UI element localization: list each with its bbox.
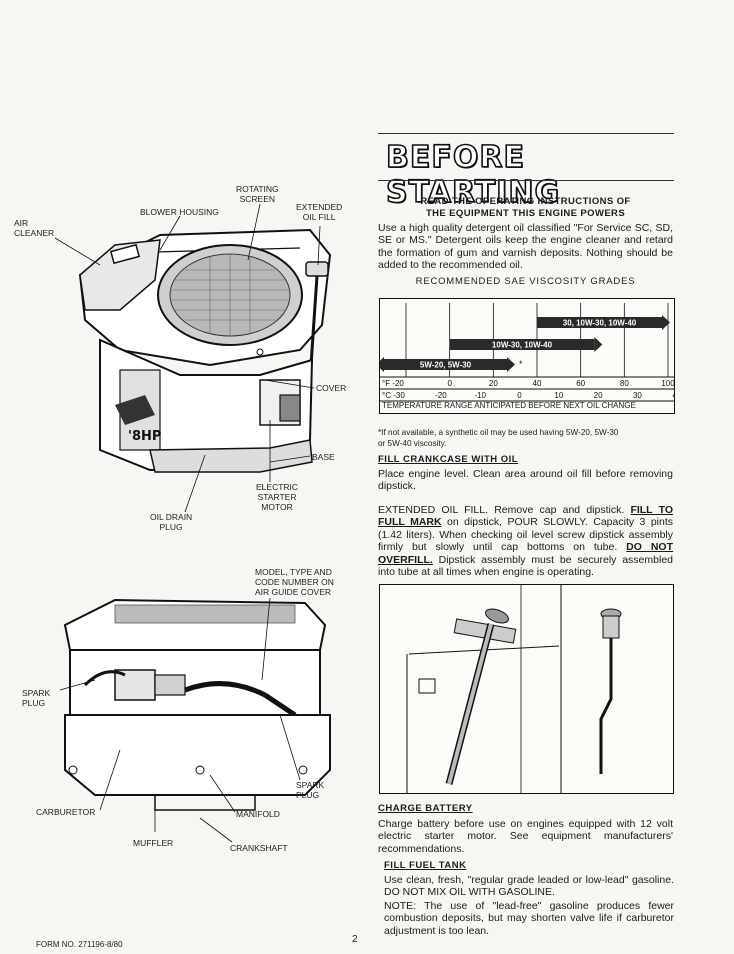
viscosity-bar-arrow-right-0 — [662, 315, 670, 330]
crankcase-para2-pre: EXTENDED OIL FILL. Remove cap and dipsti… — [378, 504, 631, 516]
engine-bottom-diagram — [63, 598, 331, 811]
label-blower-housing: BLOWER HOUSING — [140, 207, 219, 217]
oil-paragraph: Use a high quality detergent oil classif… — [378, 222, 673, 272]
chart-f-tick-6: 100 — [661, 379, 674, 388]
chart-f-tick-1: 0 — [447, 379, 452, 388]
chart-c-tick-6: 30 — [633, 391, 642, 400]
leader-lines-bottom — [59, 597, 301, 843]
label-carburetor: CARBURETOR — [36, 807, 96, 817]
chart-f-tick-3: 40 — [533, 379, 542, 388]
viscosity-chart-svg: 30, 10W-30, 10W-40 10W-30, 10W-40 5W-20, 5… — [380, 303, 674, 402]
battery-heading: CHARGE BATTERY — [378, 803, 473, 814]
fill-to-full-mark: FILL TO FULL MARK — [378, 504, 673, 529]
chart-xlabel: TEMPERATURE RANGE ANTICIPATED BEFORE NEX… — [382, 401, 636, 410]
engine-top-diagram: '8HP — [78, 228, 332, 473]
fuel-note: NOTE: The use of "lead-free" gasoline pr… — [384, 900, 674, 937]
label-model-type-code: MODEL, TYPE AND CODE NUMBER ON AIR GUIDE… — [255, 567, 334, 597]
crankcase-para2-post: Dipstick assembly must be securely assem… — [378, 553, 673, 579]
chart-f-tick-0: °F -20 — [382, 379, 404, 388]
fuel-text: Use clean, fresh, "regular grade leaded … — [384, 874, 674, 899]
chart-f-tick-5: 80 — [620, 379, 629, 388]
label-spark-plug-right: SPARK PLUG — [296, 780, 325, 800]
chart-f-tick-4: 60 — [576, 379, 585, 388]
do-not-overfill: DO NOT OVERFILL. — [378, 541, 674, 566]
battery-text: Charge battery before use on engines equ… — [378, 818, 673, 855]
label-crankshaft: CRANKSHAFT — [230, 843, 288, 853]
page-number: 2 — [352, 934, 358, 945]
chart-c-tick-0: °C -30 — [382, 391, 405, 400]
viscosity-bar-arrow-right-2 — [507, 357, 515, 372]
viscosity-bar-label-0: 30, 10W-30, 10W-40 — [563, 319, 637, 328]
viscosity-bar-arrow-right-1 — [594, 337, 603, 352]
crankcase-para2-mid: on dipstick, POUR SLOWLY. Capacity 3 pin… — [378, 516, 673, 554]
chart-c-tick-1: -20 — [435, 391, 447, 400]
label-air-cleaner: AIR CLEANER — [14, 218, 55, 238]
label-extended-oil-fill: EXTENDED OIL FILL — [296, 202, 343, 222]
viscosity-bar-1 — [449, 339, 595, 350]
viscosity-bar-label-2: 5W-20, 5W-30 — [420, 361, 472, 370]
viscosity-bar-2 — [384, 359, 507, 370]
leader-lines-top — [54, 203, 321, 513]
dipstick-illustration — [379, 584, 674, 794]
fuel-heading: FILL FUEL TANK — [384, 860, 467, 871]
instructions-heading: READ THE OPERATING INSTRUCTIONS OF THE E… — [420, 196, 631, 219]
label-electric-starter-motor: ELECTRIC STARTER MOTOR — [256, 482, 299, 512]
form-number: FORM NO. 271196-8/80 — [36, 940, 123, 949]
viscosity-bar-note-2: * — [519, 359, 523, 369]
label-rotating-screen: ROTATING SCREEN — [236, 184, 279, 204]
label-oil-drain-plug: OIL DRAIN PLUG — [150, 512, 193, 532]
viscosity-bar-label-1: 10W-30, 10W-40 — [492, 341, 553, 350]
crankcase-para1: Place engine level. Clean area around oi… — [378, 468, 673, 493]
viscosity-bar-arrow-left-2 — [380, 357, 384, 372]
viscosity-chart: 30, 10W-30, 10W-40 10W-30, 10W-40 5W-20, 5… — [379, 298, 675, 414]
svg-text:'8HP: '8HP — [128, 429, 161, 444]
crankcase-heading: FILL CRANKCASE WITH OIL — [378, 454, 519, 465]
chart-c-tick-4: 10 — [554, 391, 563, 400]
synthetic-footnote: *If not available, a synthetic oil may b… — [378, 428, 619, 448]
chart-c-tick-7: 40 — [672, 391, 674, 400]
label-spark-plug-left: SPARK PLUG — [22, 688, 51, 708]
crankcase-para2: EXTENDED OIL FILL. Remove cap and dipsti… — [378, 504, 673, 578]
label-muffler: MUFFLER — [133, 838, 174, 848]
chart-c-tick-3: 0 — [517, 391, 522, 400]
label-base: BASE — [312, 452, 335, 462]
title-rule-bottom — [378, 180, 674, 181]
viscosity-heading: RECOMMENDED SAE VISCOSITY GRADES — [415, 276, 636, 287]
chart-c-tick-5: 20 — [594, 391, 603, 400]
viscosity-bar-0 — [537, 317, 662, 328]
chart-c-tick-2: -10 — [474, 391, 486, 400]
title-rule-top — [378, 133, 674, 134]
chart-f-tick-2: 20 — [489, 379, 498, 388]
label-cover: COVER — [316, 383, 347, 393]
label-manifold: MANIFOLD — [236, 809, 280, 819]
